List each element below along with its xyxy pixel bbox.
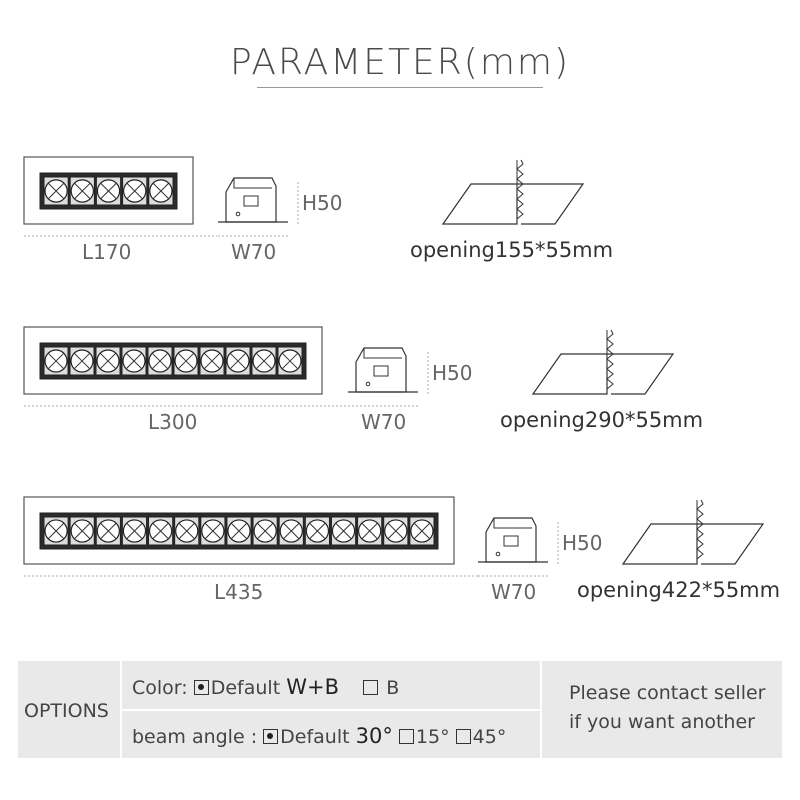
led-lens-cross (152, 182, 170, 200)
width-label-3: W70 (491, 580, 537, 604)
opening-label-3: opening422*55mm (577, 578, 781, 602)
beam-alt1-checkbox[interactable] (398, 729, 414, 744)
beam-alt2-value: 45° (472, 726, 507, 748)
length-label-1: L170 (82, 240, 132, 264)
led-lens-cross (125, 352, 143, 370)
led-lens-cross (151, 352, 169, 370)
beam-alt1-value: 15° (415, 726, 450, 748)
led-lens-cross (177, 352, 195, 370)
led-lens-cross (152, 522, 169, 540)
ceiling-opening-left-2 (531, 353, 608, 395)
color-alt-checkbox[interactable] (363, 680, 379, 695)
led-lens-cross (47, 522, 65, 540)
side-view-screw-icon (235, 211, 241, 217)
led-lens-cross (74, 182, 91, 200)
side-view-cap-2 (363, 348, 402, 359)
led-lens-cross (126, 522, 143, 540)
product-drawings (23, 156, 765, 577)
led-lens-cross (283, 522, 300, 540)
color-default-label: Default (210, 677, 281, 699)
color-prefix: Color: (132, 677, 188, 699)
color-default-value: W+B (286, 675, 339, 699)
led-lens-cross (230, 522, 248, 540)
color-option-row: Color: Default W+B B (132, 675, 399, 699)
led-lens-cross (387, 522, 404, 540)
led-lens-cross (361, 522, 378, 540)
beam-option-row: beam angle : Default 30° 15° 45° (132, 724, 506, 748)
beam-default-label: Default (280, 726, 350, 748)
opening-label-2: opening290*55mm (500, 408, 704, 432)
led-lens-cross (229, 352, 247, 370)
title-underline (257, 87, 543, 88)
ceiling-opening-right-2 (607, 353, 675, 395)
note-cell (542, 661, 782, 758)
width-label-2: W70 (361, 410, 407, 434)
note-line-1: Please contact seller (569, 682, 766, 704)
color-default-checkbox[interactable] (193, 680, 209, 695)
beam-default-checkbox[interactable] (263, 729, 279, 744)
side-view-cap-3 (493, 518, 532, 529)
options-table: OPTIONS Color: Default W+B B beam angle … (18, 661, 782, 758)
side-view-driver-icon (503, 535, 519, 547)
note-line-2: if you want another (569, 711, 755, 733)
side-view-cap-1 (233, 178, 272, 189)
led-lens-cross (309, 522, 326, 540)
led-lens-cross (203, 352, 221, 370)
options-header: OPTIONS (24, 700, 109, 722)
ceiling-opening-left-1 (441, 183, 518, 225)
led-lens-cross (73, 352, 91, 370)
led-lens-cross (281, 352, 299, 370)
led-lens-cross (257, 522, 274, 540)
led-lens-cross (47, 352, 65, 370)
length-label-2: L300 (148, 410, 198, 434)
led-lens-cross (178, 522, 195, 540)
led-lens-cross (126, 182, 143, 200)
width-label-1: W70 (231, 240, 277, 264)
length-label-3: L435 (214, 580, 264, 604)
height-label-3: H50 (562, 531, 603, 555)
opening-label-1: opening155*55mm (410, 238, 614, 262)
beam-prefix: beam angle : (132, 726, 258, 748)
ceiling-opening-right-1 (517, 183, 585, 225)
led-lens-cross (255, 352, 273, 370)
beam-alt2-checkbox[interactable] (455, 729, 471, 744)
led-lens-cross (99, 352, 117, 370)
side-view-screw-icon (495, 551, 501, 557)
side-view-driver-icon (373, 365, 389, 377)
side-view-screw-icon (365, 381, 371, 387)
side-view-driver-icon (243, 195, 259, 207)
led-lens-cross (74, 522, 91, 540)
led-lens-cross (204, 522, 221, 540)
ceiling-opening-right-3 (697, 523, 765, 565)
led-lens-cross (100, 522, 117, 540)
options-header-cell (18, 661, 120, 758)
height-label-1: H50 (302, 191, 343, 215)
color-alt-value: B (386, 677, 400, 699)
beam-default-value: 30° (355, 724, 393, 748)
led-lens-cross (335, 522, 352, 540)
ceiling-opening-left-3 (621, 523, 698, 565)
height-label-2: H50 (432, 361, 473, 385)
led-lens-cross (413, 522, 431, 540)
led-lens-cross (100, 182, 117, 200)
led-lens-cross (47, 182, 65, 200)
color-option-cell (122, 661, 540, 709)
page-title: PARAMETER(mm) (230, 42, 570, 83)
